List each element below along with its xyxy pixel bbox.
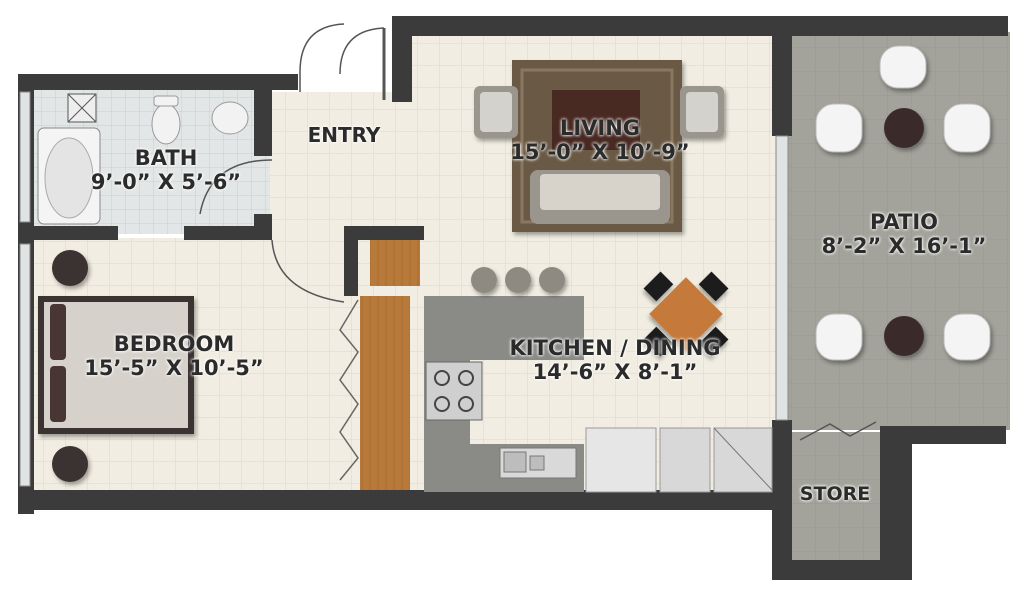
room-label-patio: PATIO 8’-2” X 16’-1”: [806, 210, 1002, 258]
bar-stool-icon: [505, 267, 531, 293]
patio-chair-icon: [815, 313, 863, 361]
dining-table-icon: [643, 271, 729, 357]
doors: [199, 23, 877, 441]
closet-doors: [339, 299, 359, 481]
room-label-kitchen: KITCHEN / DINING 14’-6” X 8’-1”: [490, 336, 740, 384]
room-name: BATH: [134, 146, 198, 170]
door-swing-icon: [271, 239, 345, 303]
living-furniture: [474, 60, 724, 232]
kitchen-island: [424, 296, 584, 360]
room-label-entry: ENTRY: [294, 124, 394, 147]
room-label-living: LIVING 15’-0” X 10’-9”: [490, 116, 710, 164]
door-swing-icon: [799, 421, 877, 441]
window-bedroom: [19, 243, 31, 487]
room-name: KITCHEN / DINING: [509, 336, 721, 360]
refrigerator-icon: [585, 427, 657, 493]
patio-table-icon: [884, 316, 924, 356]
coffee-table-icon: [552, 90, 640, 150]
sink-icon: [211, 101, 249, 135]
window-bath: [19, 91, 31, 223]
window-patio: [775, 135, 789, 421]
bar-stool-icon: [471, 267, 497, 293]
door-swing-icon: [199, 159, 273, 215]
patio-floor: [788, 32, 1010, 430]
room-dimensions: 8’-2” X 16’-1”: [821, 234, 987, 259]
room-label-bedroom: BEDROOM 15’-5” X 10’-5”: [64, 332, 284, 380]
patio-chair-icon: [879, 45, 927, 89]
nightstand-icon: [52, 250, 88, 286]
pantry-cabinet: [659, 427, 711, 493]
room-name: BEDROOM: [113, 332, 235, 356]
bathroom-fixtures: [37, 93, 249, 225]
patio-chair-icon: [943, 313, 991, 361]
room-dimensions: 15’-0” X 10’-9”: [510, 140, 690, 165]
kitchen-fixtures: [360, 240, 773, 493]
room-name: PATIO: [869, 210, 939, 234]
kitchen-upper-cabinet: [370, 240, 420, 286]
room-dimensions: 15’-5” X 10’-5”: [84, 356, 264, 381]
store-floor: [788, 432, 880, 562]
room-dimensions: 14’-6” X 8’-1”: [532, 360, 698, 385]
room-dimensions: 9’-0” X 5’-6”: [90, 170, 242, 195]
room-name: STORE: [799, 483, 871, 505]
stove-icon: [425, 361, 483, 421]
door-swing-icon: [339, 27, 385, 75]
bar-stool-icon: [539, 267, 565, 293]
toilet-icon: [151, 103, 181, 145]
room-label-store: STORE: [792, 483, 878, 506]
bedroom-furniture: [38, 250, 359, 482]
room-label-bath: BATH 9’-0” X 5’-6”: [86, 146, 246, 194]
room-name: LIVING: [559, 116, 641, 140]
patio-table-icon: [884, 108, 924, 148]
patio-chair-icon: [943, 103, 991, 153]
door-swing-icon: [299, 23, 345, 92]
wardrobe-icon: [360, 296, 410, 490]
room-name: ENTRY: [307, 123, 381, 147]
windows: [19, 91, 789, 487]
nightstand-icon: [52, 446, 88, 482]
patio-furniture: [815, 45, 991, 361]
patio-chair-icon: [815, 103, 863, 153]
